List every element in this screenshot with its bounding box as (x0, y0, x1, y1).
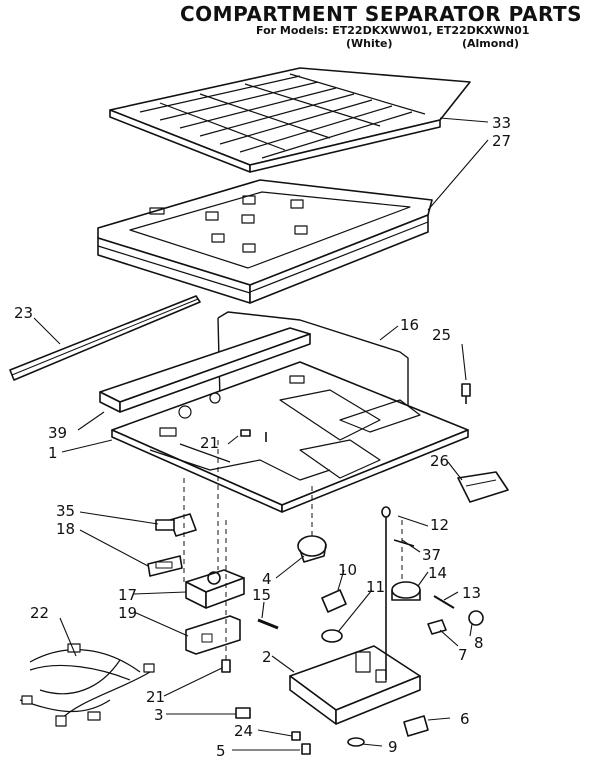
callout-22: 22 (30, 604, 49, 622)
callout-21-lower: 21 (146, 688, 165, 706)
callout-10: 10 (338, 561, 357, 579)
part-14-wheel (391, 581, 421, 601)
part-39-rail (99, 327, 311, 413)
callout-23: 23 (14, 304, 33, 322)
part-16-wire (217, 311, 409, 440)
callout-14: 14 (428, 564, 447, 582)
callout-18: 18 (56, 520, 75, 538)
part-17-housing (185, 569, 245, 609)
part-12-screw (381, 506, 391, 680)
part-21-screw-upper (240, 429, 267, 442)
callout-8: 8 (474, 634, 484, 652)
callout-39: 39 (48, 424, 67, 442)
part-33-cover-grille (109, 67, 471, 173)
callout-15: 15 (252, 586, 271, 604)
callout-37: 37 (422, 546, 441, 564)
callout-3: 3 (154, 706, 164, 724)
part-24-screw (291, 731, 301, 741)
color-almond-label: (Almond) (462, 37, 520, 50)
callout-25: 25 (432, 326, 451, 344)
callout-7: 7 (458, 646, 468, 664)
callout-16: 16 (400, 316, 419, 334)
callout-27: 27 (492, 132, 511, 150)
callout-21-upper: 21 (200, 434, 219, 452)
callout-33: 33 (492, 114, 511, 132)
part-27-frame (97, 179, 433, 304)
callout-35: 35 (56, 502, 75, 520)
part-22-wire-harness (19, 643, 155, 727)
callout-24: 24 (234, 722, 253, 740)
part-3-clip (235, 707, 251, 719)
part-26-bracket (457, 471, 509, 503)
callout-4: 4 (262, 570, 272, 588)
callout-2: 2 (262, 648, 272, 666)
part-37-spring (393, 539, 415, 547)
models-line: For Models: ET22DKXWW01, ET22DKXWN01 (256, 24, 530, 37)
callout-11: 11 (366, 578, 385, 596)
callout-17: 17 (118, 586, 137, 604)
callout-6: 6 (460, 710, 470, 728)
color-white-label: (White) (346, 37, 393, 50)
callout-9: 9 (388, 738, 398, 756)
part-6-block (403, 715, 429, 737)
part-10-switch (321, 589, 347, 613)
callout-13: 13 (462, 584, 481, 602)
part-25-screw (461, 383, 471, 404)
callout-26: 26 (430, 452, 449, 470)
part-1-separator-plate (111, 361, 469, 513)
callout-5: 5 (216, 742, 226, 760)
part-9-washer (347, 737, 365, 747)
part-15-tube (257, 618, 279, 630)
part-35-knob (155, 513, 197, 537)
part-11-gear (321, 629, 343, 643)
diagram-title: COMPARTMENT SEPARATOR PARTS (180, 2, 582, 26)
part-21-screw-lower (221, 659, 231, 673)
part-7-clip (427, 619, 447, 635)
part-2-base (289, 645, 421, 725)
part-23-strip (9, 295, 201, 381)
part-19-bracket (185, 615, 241, 655)
callout-19: 19 (118, 604, 137, 622)
callout-1: 1 (48, 444, 58, 462)
part-8-ring (468, 610, 484, 626)
part-13-pin (433, 595, 455, 609)
callout-12: 12 (430, 516, 449, 534)
part-5-screw (301, 743, 311, 755)
part-18-lens (147, 555, 183, 577)
